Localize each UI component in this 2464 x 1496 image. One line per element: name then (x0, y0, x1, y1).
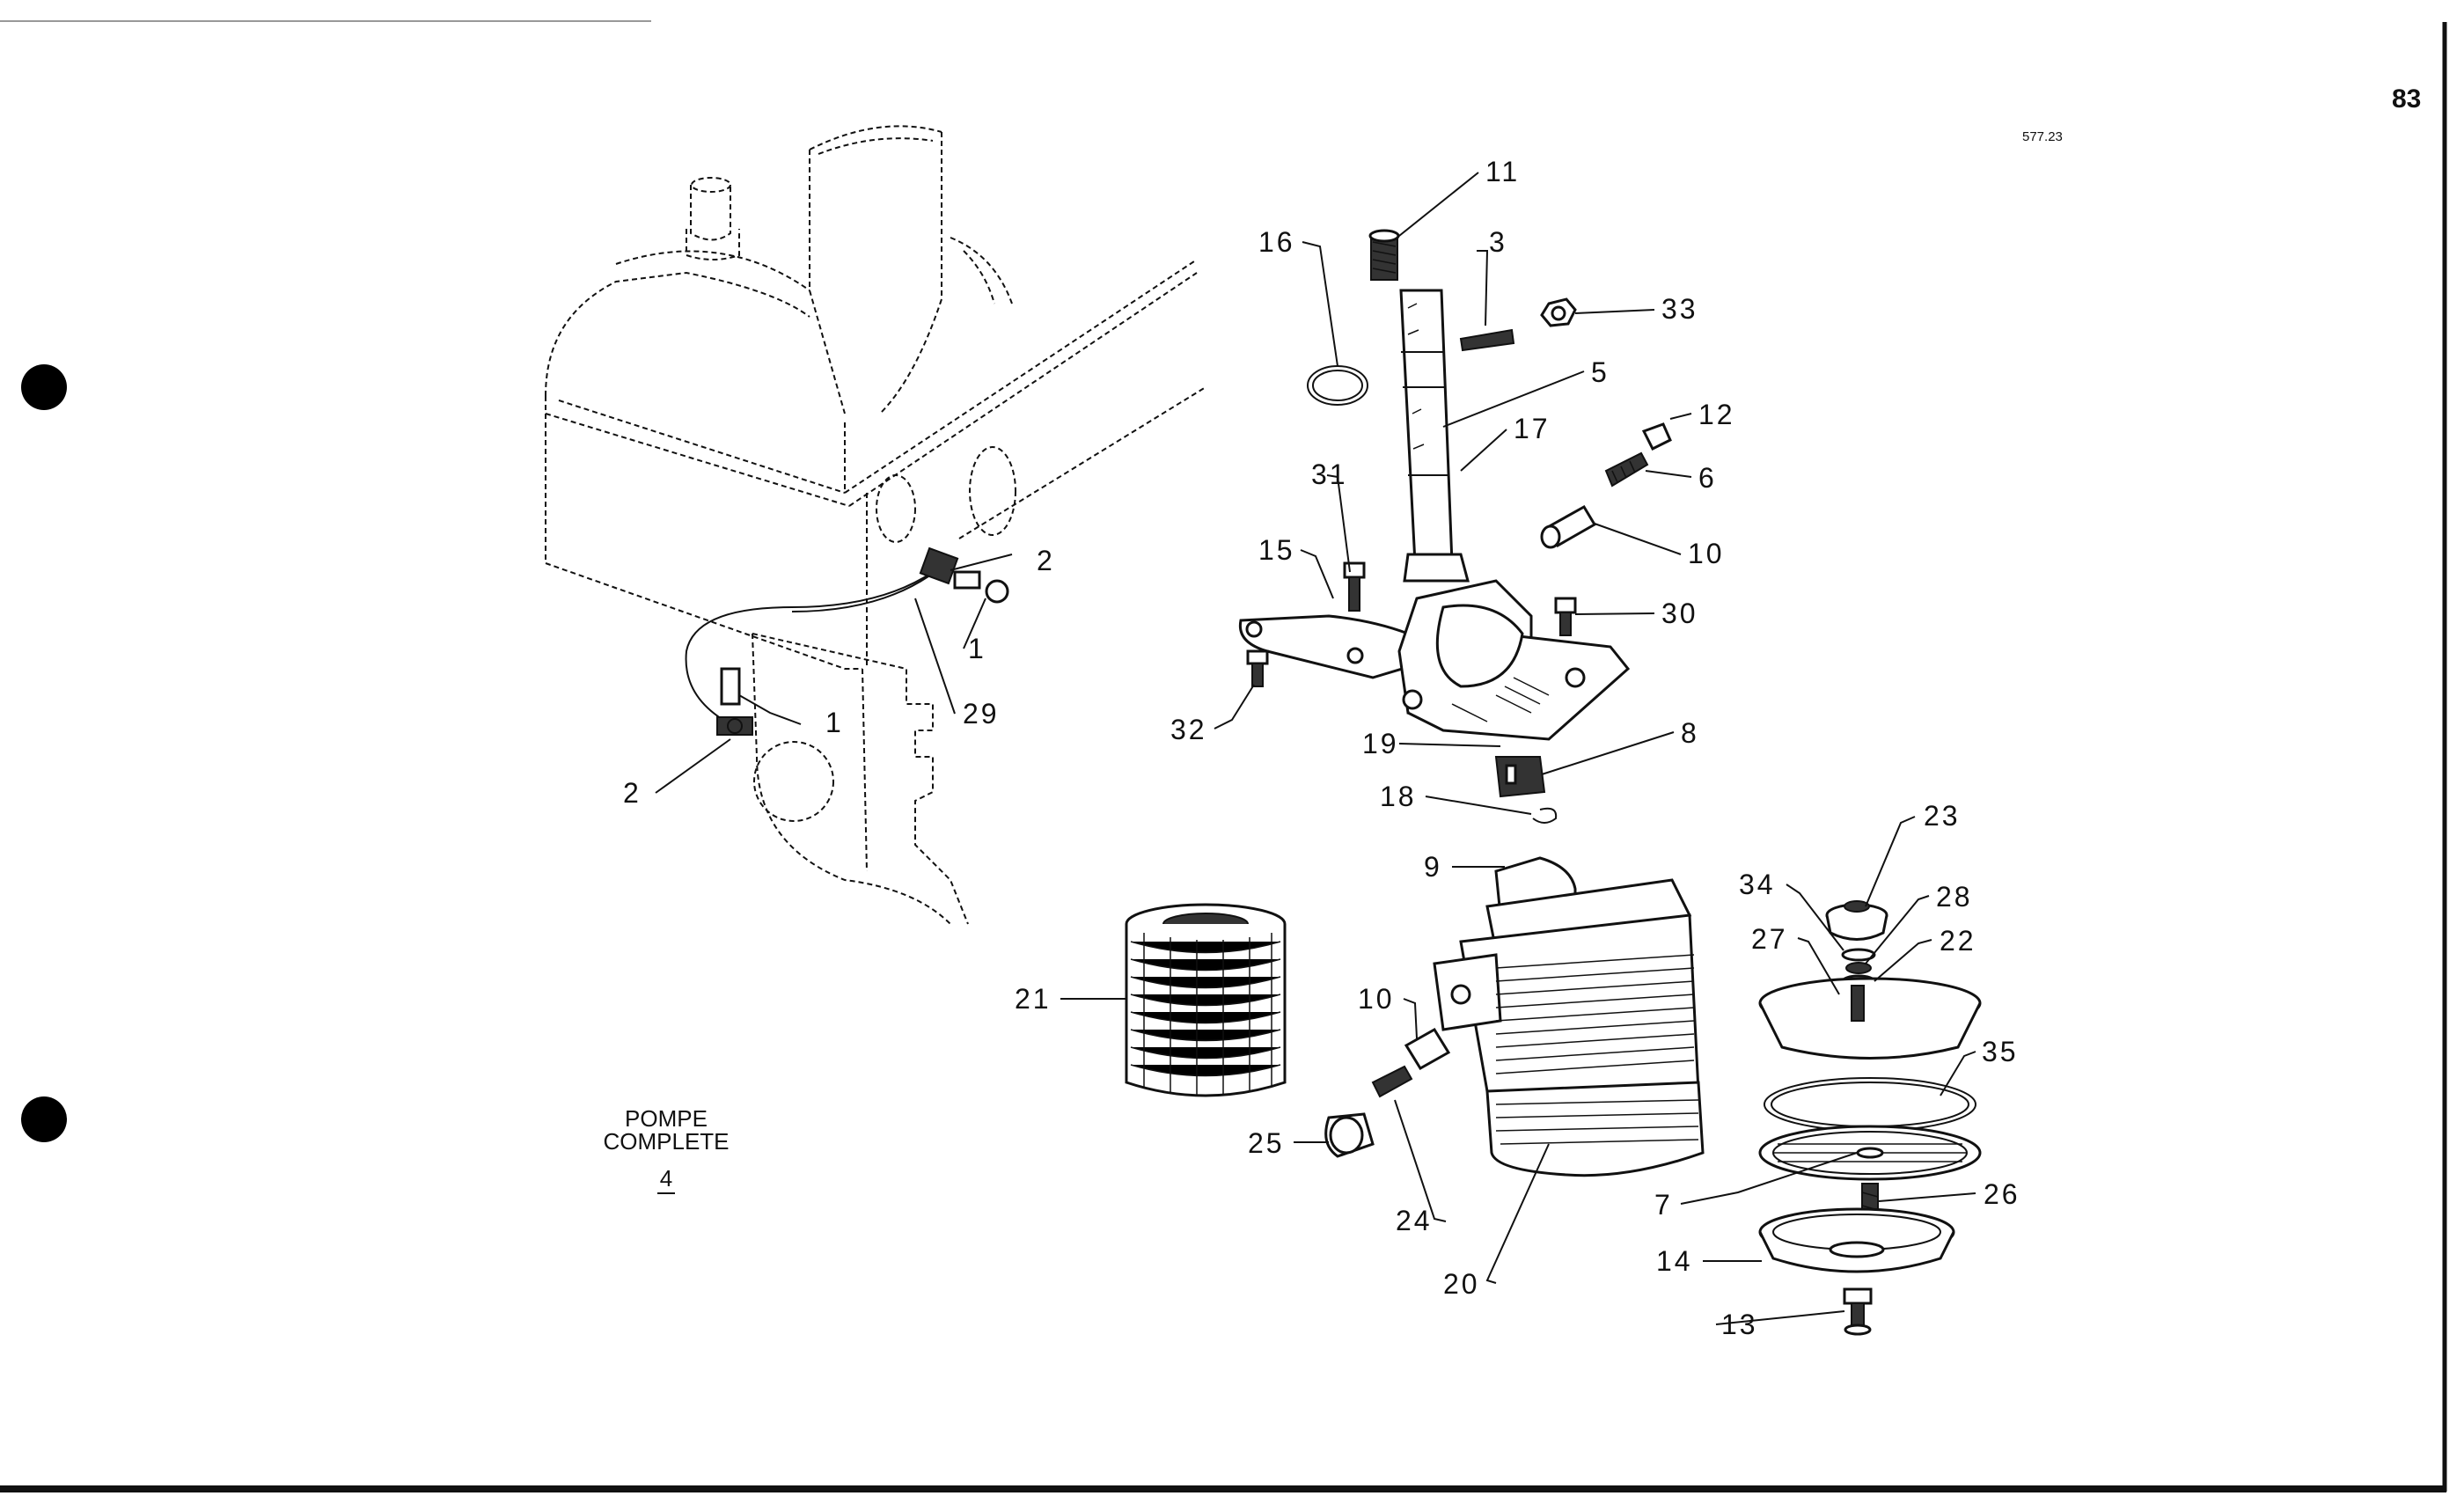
callout-22: 22 (1940, 925, 1976, 957)
punch-hole-bottom (21, 1096, 67, 1142)
caption-line-3: 4 (660, 1165, 672, 1192)
callout-13: 13 (1721, 1309, 1758, 1340)
callout-18: 18 (1380, 781, 1417, 812)
callout-23: 23 (1924, 800, 1961, 832)
callout-11: 11 (1485, 156, 1520, 187)
caption-line-1: POMPE (625, 1105, 708, 1132)
callout-2-upper: 2 (1037, 545, 1055, 576)
filter-cartridge (1125, 903, 1287, 1097)
callout-15: 15 (1258, 534, 1295, 566)
callout-3: 3 (1489, 226, 1507, 258)
oil-pressure-switch-assembly (685, 546, 1009, 736)
callout-30: 30 (1661, 598, 1698, 629)
page-number: 83 (2392, 84, 2421, 114)
drive-gear (1368, 229, 1400, 281)
relief-valve-parts (1324, 1027, 1451, 1158)
pump-body (1238, 579, 1631, 741)
callout-27: 27 (1751, 923, 1788, 955)
callout-labels: 11 3 16 33 5 12 17 6 31 10 15 30 32 19 8… (623, 156, 2020, 1340)
filter-housing (1433, 856, 1705, 1177)
callout-6: 6 (1698, 462, 1717, 494)
callout-32: 32 (1170, 714, 1207, 745)
callout-1-lower: 1 (825, 707, 844, 738)
drawing-reference: 577.23 (2022, 129, 2063, 144)
callout-8: 8 (1681, 717, 1699, 749)
callout-10-valve: 10 (1688, 538, 1725, 569)
engine-block-outline (545, 125, 1206, 925)
callout-35: 35 (1982, 1036, 2019, 1067)
callout-26: 26 (1984, 1178, 2020, 1210)
pump-shaft (1399, 289, 1470, 583)
callout-9: 9 (1424, 851, 1442, 883)
callout-19: 19 (1362, 728, 1399, 759)
punch-hole-top (21, 364, 67, 410)
callout-7: 7 (1654, 1189, 1673, 1221)
callout-1-upper: 1 (968, 633, 986, 664)
callout-21: 21 (1015, 983, 1052, 1015)
page-frame (0, 20, 2447, 1492)
callout-24: 24 (1396, 1205, 1433, 1236)
caption-line-2: COMPLETE (603, 1128, 729, 1155)
callout-31: 31 (1311, 458, 1348, 490)
callout-2-lower: 2 (623, 777, 642, 809)
callout-16: 16 (1258, 226, 1295, 258)
assembly-caption: POMPE COMPLETE 4 (603, 1105, 730, 1194)
callout-20: 20 (1443, 1268, 1480, 1300)
callout-34: 34 (1739, 869, 1776, 900)
leader-lines (655, 172, 1976, 1325)
callout-17: 17 (1514, 413, 1551, 444)
strainer-bowl-assembly (1758, 900, 1982, 1336)
callout-12: 12 (1698, 399, 1735, 430)
callout-14: 14 (1656, 1245, 1693, 1277)
callout-28: 28 (1936, 881, 1973, 913)
callout-10-bypass: 10 (1358, 983, 1395, 1015)
callout-25: 25 (1248, 1127, 1285, 1159)
callout-5: 5 (1591, 356, 1610, 388)
callout-33: 33 (1661, 293, 1698, 325)
callout-29: 29 (963, 698, 1000, 730)
